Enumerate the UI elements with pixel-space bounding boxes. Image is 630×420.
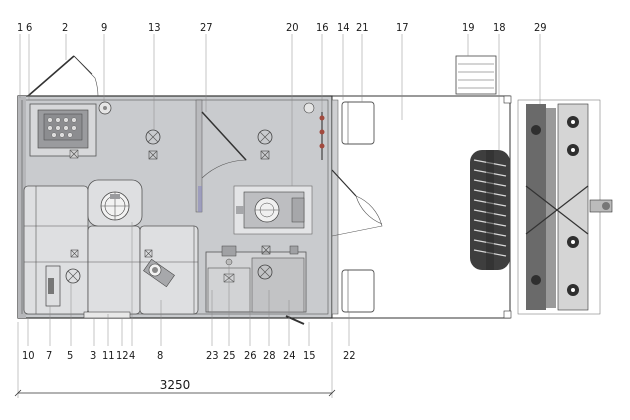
- rear-door: [27, 55, 99, 97]
- callout-24: 24: [283, 349, 296, 362]
- callout-16: 16: [316, 21, 329, 34]
- callout-11: 11: [102, 349, 115, 362]
- callout-5: 5: [67, 349, 73, 362]
- generator: [233, 185, 313, 235]
- dimension-value: 3250: [160, 378, 191, 392]
- callout-13: 13: [148, 21, 161, 34]
- callout-19: 19: [462, 21, 475, 34]
- table: [87, 179, 143, 227]
- crane-mechanism: [517, 99, 613, 315]
- callout-21: 21: [356, 21, 369, 34]
- callout-14: 14: [337, 21, 350, 34]
- callout-2: 2: [62, 21, 68, 34]
- callout-27: 27: [200, 21, 213, 34]
- floor-hatch: [83, 311, 131, 319]
- callout-22: 22: [343, 349, 356, 362]
- ceiling-lamp: [145, 129, 161, 160]
- callout-12: 12: [116, 349, 129, 362]
- callout-10: 10: [22, 349, 35, 362]
- callout-3: 3: [90, 349, 96, 362]
- callouts-top: 1 6 2 9 13 27 20 16 14 21 17 19 18 29: [17, 21, 547, 34]
- callout-6: 6: [26, 21, 32, 34]
- leader-lines: [19, 34, 541, 346]
- callout-28: 28: [263, 349, 276, 362]
- spare-wheel: [470, 150, 510, 270]
- callout-9: 9: [101, 21, 107, 34]
- callout-1: 1: [17, 21, 23, 34]
- bench-right: [139, 225, 199, 315]
- callout-8: 8: [157, 349, 163, 362]
- ceiling-lamp-front: [257, 102, 315, 160]
- callout-25: 25: [223, 349, 236, 362]
- wall-lamp: [98, 101, 112, 115]
- callout-7: 7: [46, 349, 52, 362]
- dimension-line: 3250: [14, 322, 336, 398]
- interior-door: [198, 111, 247, 212]
- equipment-cabinet: [205, 245, 307, 313]
- ladder: [455, 55, 497, 95]
- callout-20: 20: [286, 21, 299, 34]
- callout-26: 26: [244, 349, 257, 362]
- bench-left: [23, 185, 89, 315]
- callouts-middle: 4: [129, 349, 135, 362]
- callout-4: 4: [129, 349, 135, 362]
- callout-23: 23: [206, 349, 219, 362]
- callout-17: 17: [396, 21, 409, 34]
- callout-15: 15: [303, 349, 316, 362]
- heater-unit: [143, 258, 175, 288]
- wall-fixtures-left: [45, 249, 153, 307]
- truck-cab: [331, 95, 512, 319]
- callout-18: 18: [493, 21, 506, 34]
- callouts-bottom: 10 7 5 3 11 12 8 23 25 26 28 24 15 22: [22, 349, 356, 362]
- wall-panel: [319, 112, 325, 160]
- stove: [29, 103, 97, 159]
- callout-29: 29: [534, 21, 547, 34]
